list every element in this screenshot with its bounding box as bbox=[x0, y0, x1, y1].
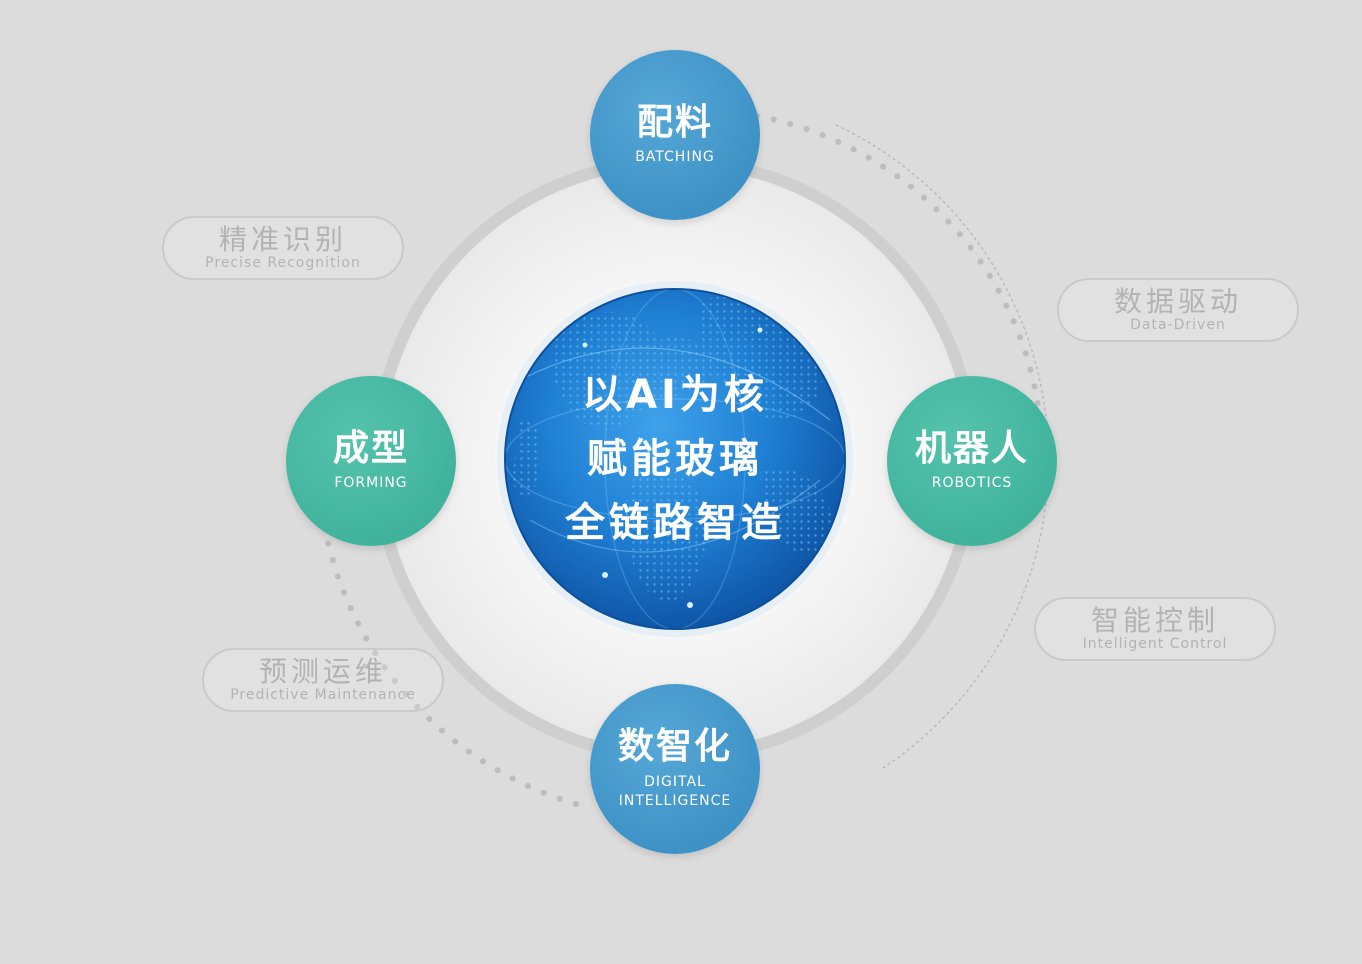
node-batching: 配料 BATCHING bbox=[590, 50, 760, 220]
core-line-1: 以AI为核 bbox=[582, 372, 768, 418]
label-intelligent-control: 智能控制 Intelligent Control bbox=[1034, 597, 1276, 661]
label-data-driven-en: Data-Driven bbox=[1130, 316, 1226, 333]
node-forming-subtitle: FORMING bbox=[334, 475, 408, 492]
node-digital-intelligence: 数智化 DIGITAL INTELLIGENCE bbox=[590, 684, 760, 854]
label-precise-recognition: 精准识别 Precise Recognition bbox=[162, 216, 404, 280]
label-predictive-en: Predictive Maintenance bbox=[230, 686, 416, 703]
node-forming-title: 成型 bbox=[332, 427, 409, 469]
node-robotics-subtitle: ROBOTICS bbox=[931, 475, 1013, 492]
dashed-arc-right bbox=[835, 124, 1050, 771]
label-data-driven-zh: 数据驱动 bbox=[1113, 285, 1242, 319]
label-predictive-maintenance: 预测运维 Predictive Maintenance bbox=[202, 648, 444, 712]
label-data-driven: 数据驱动 Data-Driven bbox=[1057, 278, 1299, 342]
label-intelligent-zh: 智能控制 bbox=[1090, 604, 1219, 638]
node-robotics-title: 机器人 bbox=[914, 427, 1029, 469]
label-precise-zh: 精准识别 bbox=[218, 223, 347, 257]
node-digital-title: 数智化 bbox=[617, 726, 732, 768]
node-robotics: 机器人 ROBOTICS bbox=[887, 376, 1057, 546]
label-intelligent-en: Intelligent Control bbox=[1082, 635, 1228, 652]
core-statement: 以AI为核 赋能玻璃 全链路智造 bbox=[500, 284, 850, 634]
node-batching-title: 配料 bbox=[636, 101, 713, 143]
core-line-2: 赋能玻璃 bbox=[587, 436, 763, 482]
dotted-arc-top-right bbox=[754, 113, 1043, 423]
node-forming: 成型 FORMING bbox=[286, 376, 456, 546]
core-line-3: 全链路智造 bbox=[565, 500, 785, 546]
label-predictive-zh: 预测运维 bbox=[258, 655, 387, 689]
node-digital-subtitle: DIGITAL INTELLIGENCE bbox=[618, 773, 732, 809]
node-batching-subtitle: BATCHING bbox=[635, 149, 715, 166]
label-precise-en: Precise Recognition bbox=[205, 254, 361, 271]
